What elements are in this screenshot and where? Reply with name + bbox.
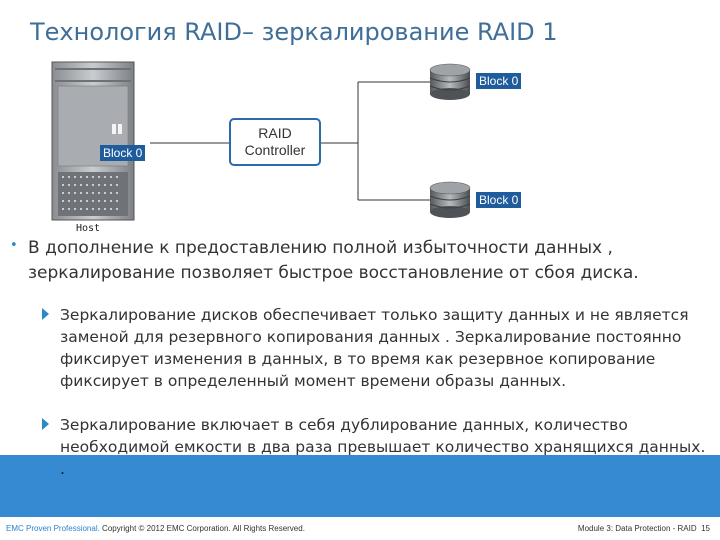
triangle-right-icon xyxy=(42,418,49,430)
footer-page-number: 15 xyxy=(701,524,710,533)
host-label: Host xyxy=(76,223,101,234)
footer-copyright: EMC Proven Professional. Copyright © 201… xyxy=(6,524,305,533)
sub-bullet-2-text: Зеркалирование включает в себя дублирова… xyxy=(60,416,706,478)
disk-top-icon xyxy=(429,63,471,100)
connection-lines xyxy=(150,81,430,201)
footer-bar xyxy=(0,455,720,517)
footer-copyright-text: Copyright © 2012 EMC Corporation. All Ri… xyxy=(99,524,305,533)
slide-title: Технология RAID– зеркалирование RAID 1 xyxy=(30,18,558,46)
triangle-right-icon xyxy=(42,308,49,320)
footer: EMC Proven Professional. Copyright © 201… xyxy=(0,517,720,540)
disk-bottom-block-label: Block 0 xyxy=(476,192,522,208)
bullet-main-text: В дополнение к предоставлению полной изб… xyxy=(28,238,639,283)
footer-module-text: Module 3: Data Protection - RAID xyxy=(577,524,697,533)
raid-controller-box: RAID Controller xyxy=(229,118,321,166)
footer-brand: EMC Proven Professional. xyxy=(6,524,100,533)
host-server-icon xyxy=(51,61,135,221)
controller-label-line1: RAID xyxy=(258,125,292,141)
bullet-dot-icon: • xyxy=(10,238,18,253)
sub-bullet-1-text: Зеркалирование дисков обеспечивает тольк… xyxy=(60,306,689,390)
raid1-diagram xyxy=(51,61,471,221)
host-block-label: Block 0 xyxy=(100,145,146,161)
disk-bottom-icon xyxy=(429,181,471,218)
footer-module: Module 3: Data Protection - RAID 15 xyxy=(578,524,710,533)
controller-label-line2: Controller xyxy=(244,142,306,158)
disk-top-block-label: Block 0 xyxy=(476,73,522,89)
